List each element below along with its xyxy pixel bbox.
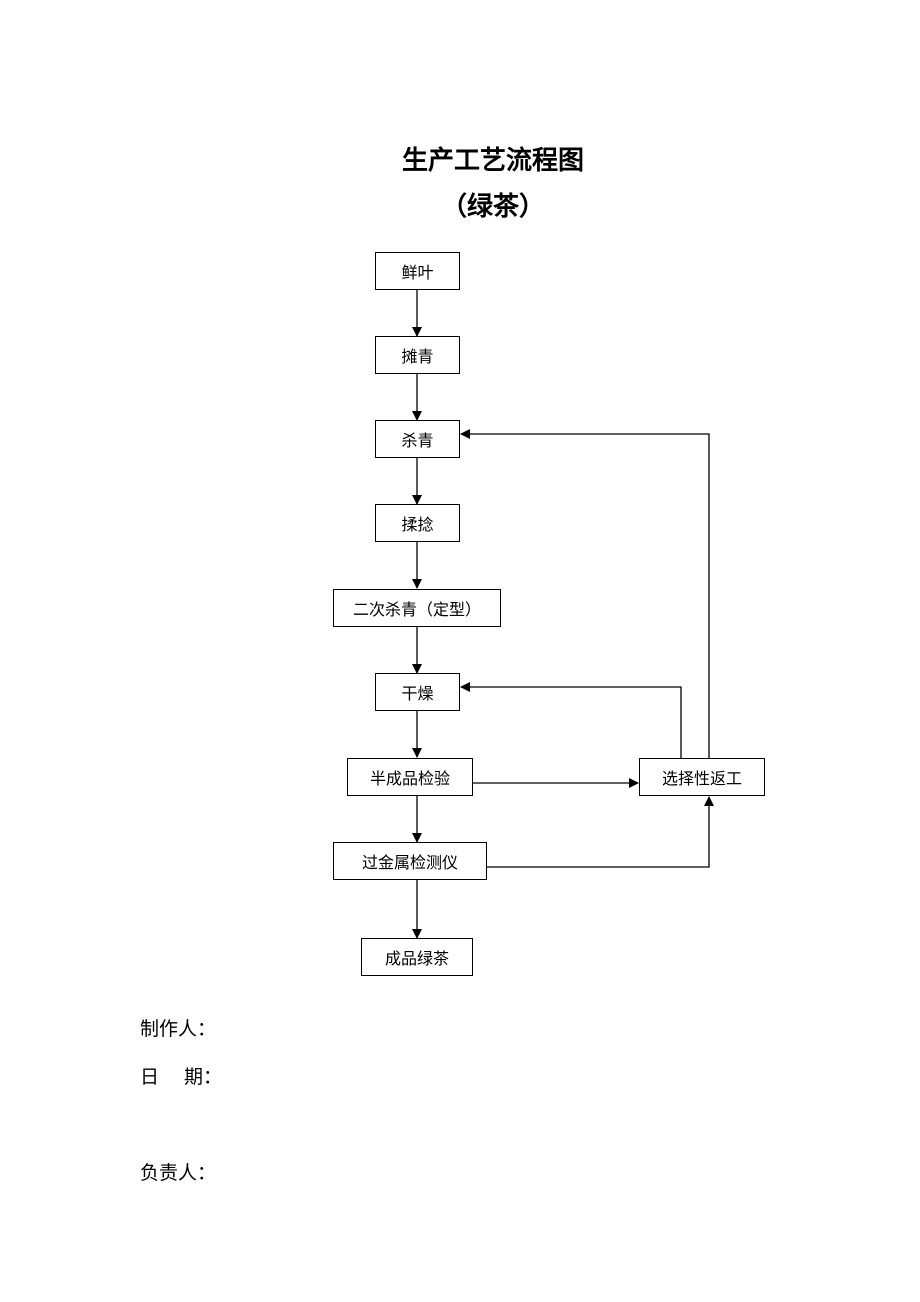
node-spreading: 摊青 (375, 336, 460, 374)
node-fresh-leaves: 鲜叶 (375, 252, 460, 290)
date-label: 日 期： (140, 1066, 223, 1088)
maker-label: 制作人： (140, 1018, 217, 1040)
node-metal-detector: 过金属检测仪 (333, 842, 487, 880)
node-fixing: 杀青 (375, 420, 460, 458)
responsible-label: 负责人： (140, 1162, 217, 1184)
node-drying: 干燥 (375, 673, 460, 711)
edge-rework-to-drying (460, 682, 682, 758)
edge-rework-to-fixing (460, 429, 710, 758)
edge-metal-detector-to-rework (487, 796, 714, 868)
node-finished-tea: 成品绿茶 (361, 938, 473, 976)
node-rolling: 揉捻 (375, 504, 460, 542)
document-title: 生产工艺流程图 (401, 146, 584, 176)
node-semi-inspection: 半成品检验 (347, 758, 473, 796)
node-second-fixing: 二次杀青（定型） (333, 589, 501, 627)
document-subtitle: （绿茶） (440, 192, 545, 222)
node-selective-rework: 选择性返工 (639, 758, 765, 796)
